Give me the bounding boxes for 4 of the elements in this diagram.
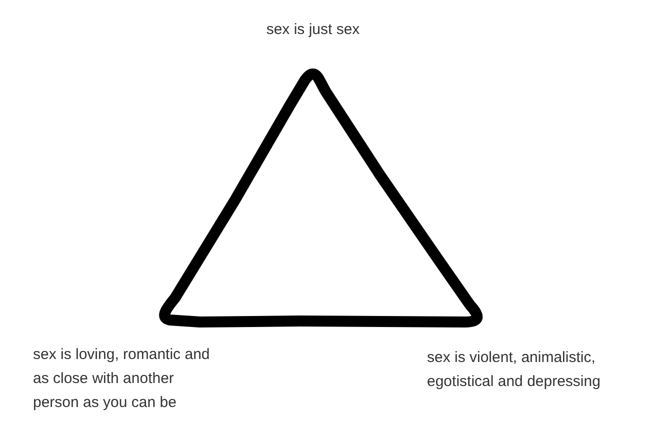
vertex-label: sex is just sex [265, 20, 361, 40]
vertex-label: sex is loving, romantic and as close with another person as you can be [33, 345, 211, 413]
hand-drawn-triangle [159, 68, 483, 328]
vertex-label: sex is violent, animalistic, egotistical and depressing [427, 348, 602, 392]
